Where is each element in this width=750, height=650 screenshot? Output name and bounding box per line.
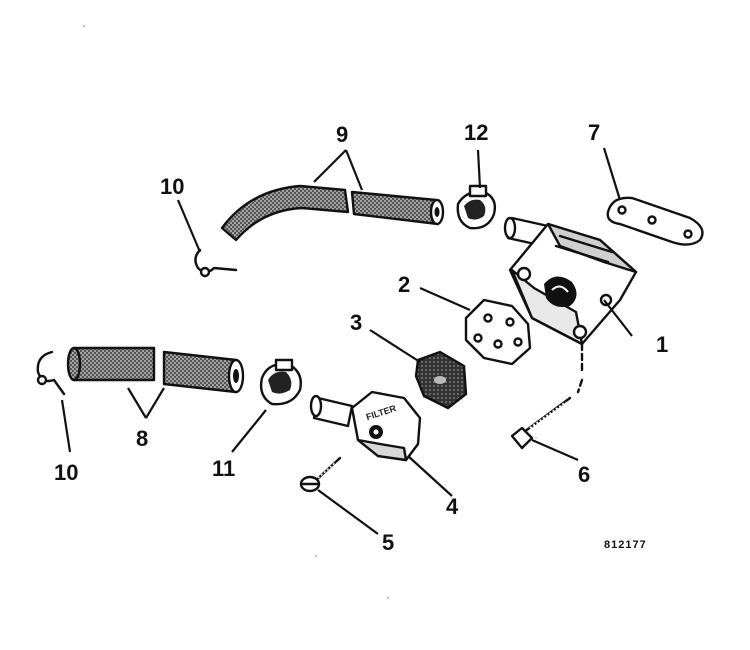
callout-5: 5 <box>382 530 394 555</box>
upper-hose-clamp <box>456 184 497 230</box>
callout-2: 2 <box>398 272 410 297</box>
upper-fuel-hose <box>220 184 445 242</box>
figure-code: 812177 <box>604 539 647 551</box>
filter-screen <box>414 350 468 410</box>
lower-hose-clamp <box>259 358 302 406</box>
cover-screw <box>299 456 342 493</box>
leader-lines <box>60 147 633 535</box>
callout-12: 12 <box>464 120 488 145</box>
pump-mounting-gasket <box>606 196 704 246</box>
callout-10-upper: 10 <box>160 174 184 199</box>
upper-hose-clip <box>194 248 238 278</box>
callout-7: 7 <box>588 120 600 145</box>
callout-10-lower: 10 <box>54 460 78 485</box>
callout-1: 1 <box>656 332 668 357</box>
pump-diaphragm <box>464 298 532 366</box>
callout-4: 4 <box>446 494 459 519</box>
callout-3: 3 <box>350 310 362 335</box>
filter-cover: FILTER <box>309 390 422 462</box>
fuel-pump-body <box>508 222 638 346</box>
lower-fuel-hose <box>66 346 245 394</box>
pump-mounting-bolt <box>510 342 584 450</box>
callout-9: 9 <box>336 122 348 147</box>
scan-specks <box>83 25 537 599</box>
callout-8: 8 <box>136 426 148 451</box>
lower-hose-clip <box>36 350 66 396</box>
callout-6: 6 <box>578 462 590 487</box>
callout-11: 11 <box>212 456 235 481</box>
